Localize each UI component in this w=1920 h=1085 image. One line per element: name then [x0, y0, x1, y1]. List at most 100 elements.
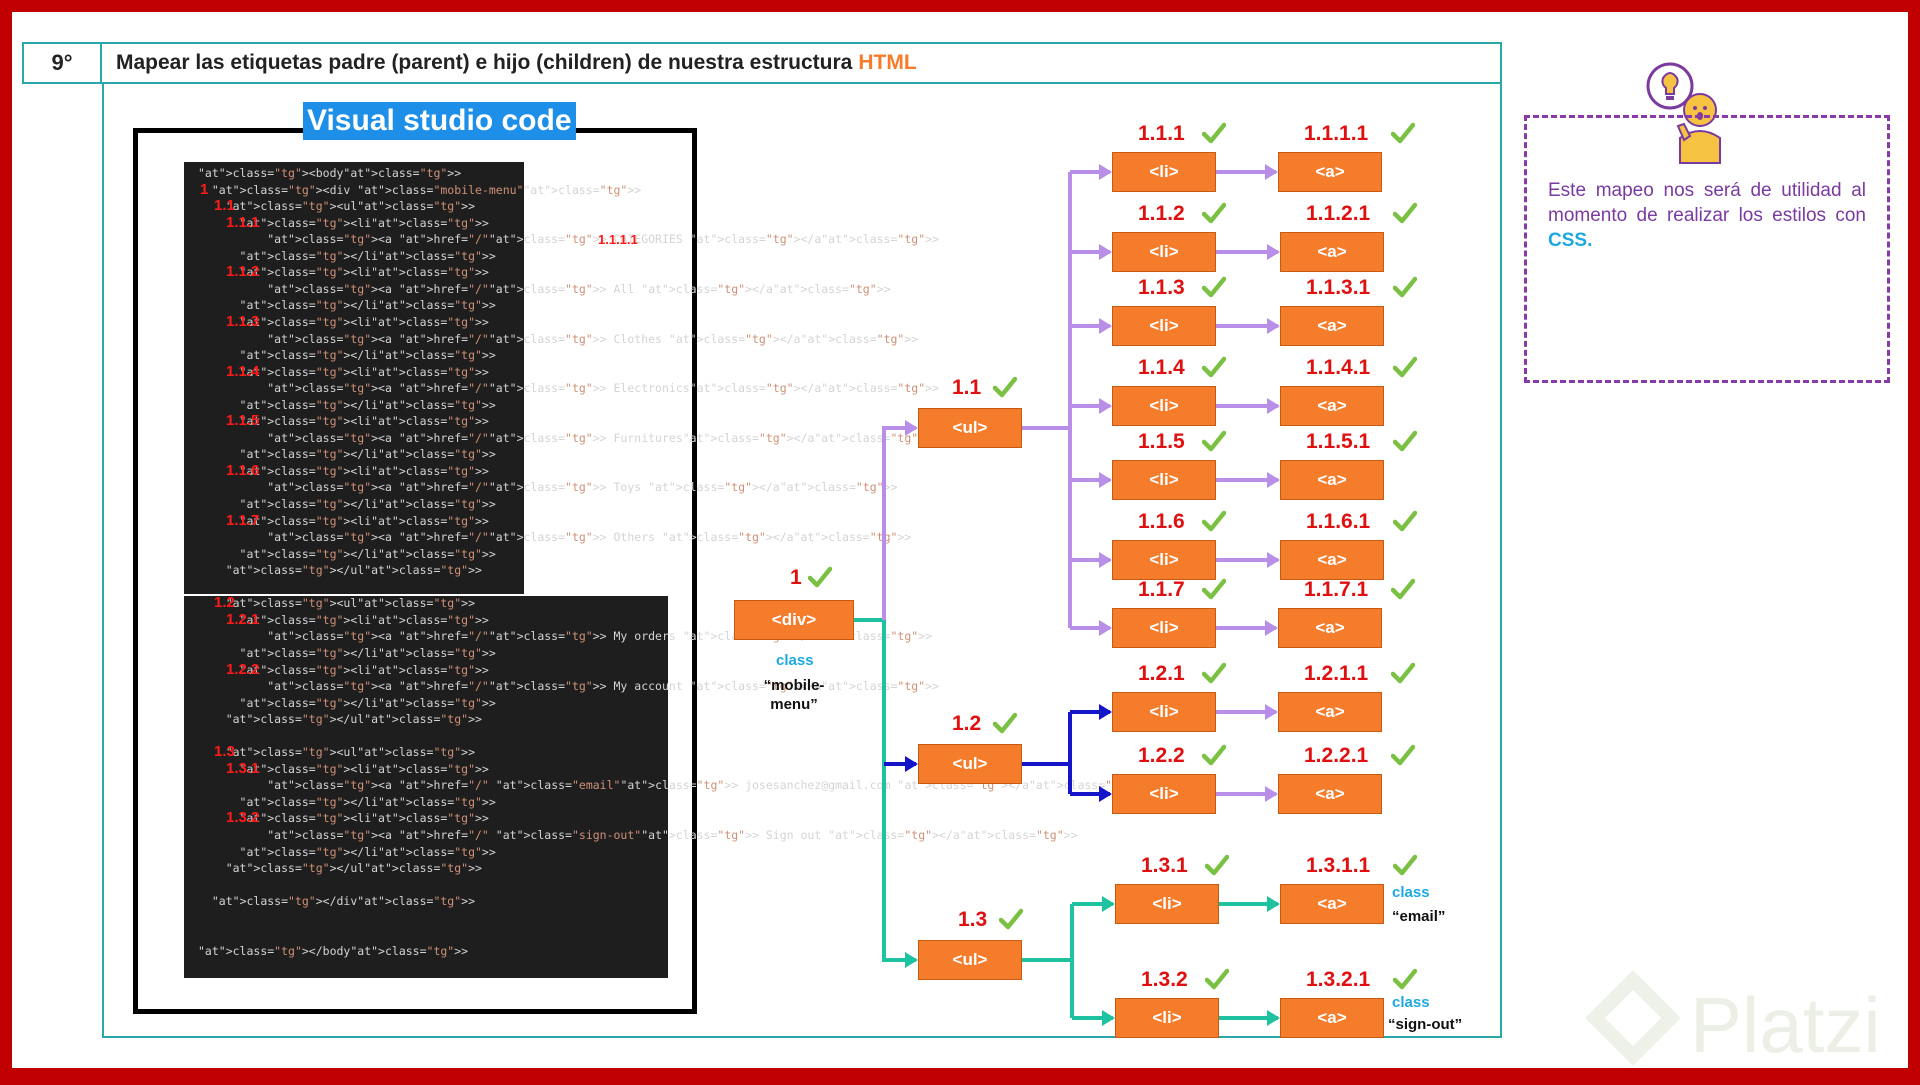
- checkmark-icon: [992, 712, 1017, 734]
- tree-node-a1221: <a>: [1278, 774, 1382, 814]
- platzi-watermark: Platzi: [1585, 960, 1915, 1080]
- code-line: "at">class="tg"><body"at">class="tg">>: [198, 166, 462, 180]
- tree-label-li117: 1.1.7: [1138, 578, 1185, 601]
- arrow-head-icon: [1267, 472, 1280, 488]
- email-class-label: class: [1392, 884, 1430, 901]
- note-body: Este mapeo nos será de utilidad al momen…: [1548, 180, 1866, 226]
- tree-label-li114: 1.1.4: [1138, 356, 1185, 379]
- arrow-head-icon: [1099, 244, 1112, 260]
- editor-title: Visual studio code: [303, 102, 576, 140]
- code-line: "at">class="tg"><li"at">class="tg">>: [239, 811, 489, 826]
- code-line: "at">class="tg"><li"at">class="tg">>: [239, 662, 489, 677]
- code-line: "at">class="tg"><ul"at">class="tg">>: [225, 745, 476, 760]
- tree-node-ul3: <ul>: [918, 940, 1022, 980]
- code-line: "at">class="tg"></li"at">class="tg">>: [239, 645, 496, 660]
- checkmark-icon: [992, 376, 1017, 398]
- arrow-head-icon: [1099, 704, 1112, 720]
- div-class-value: “mobile- menu”: [763, 677, 825, 713]
- arrow-head-icon: [1099, 472, 1112, 488]
- code-line: "at">class="tg"></li"at">class="tg">>: [239, 248, 496, 263]
- arrow-head-icon: [1265, 786, 1278, 802]
- code-line: "at">class="tg"><li"at">class="tg">>: [239, 414, 489, 429]
- code-line: "at">class="tg"></div"at">class="tg">>: [211, 894, 476, 909]
- code-line: "at">class="tg"></li"at">class="tg">>: [239, 447, 496, 462]
- checkmark-icon: [1392, 356, 1417, 378]
- code-line-number: 1.1.1: [226, 213, 260, 231]
- code-line: "at">class="tg"><ul"at">class="tg">>: [225, 199, 476, 214]
- code-line: "at">class="tg"><li"at">class="tg">>: [239, 463, 489, 478]
- code-line: "at">class="tg"><li"at">class="tg">>: [239, 761, 489, 776]
- checkmark-icon: [1390, 662, 1415, 684]
- code-panel-bottom: [184, 596, 668, 978]
- code-line: "at">class="tg"><li"at">class="tg">>: [239, 314, 489, 329]
- checkmark-icon: [1201, 510, 1226, 532]
- tree-node-li131: <li>: [1115, 884, 1219, 924]
- slide-title-text: Mapear las etiquetas padre (parent) e hi…: [116, 51, 853, 74]
- code-line-number: 1.1.4: [226, 362, 260, 380]
- checkmark-icon: [1201, 430, 1226, 452]
- arrow-head-icon: [1102, 896, 1115, 912]
- slide-title: Mapear las etiquetas padre (parent) e hi…: [102, 42, 1502, 84]
- tree-node-ul2: <ul>: [918, 744, 1022, 784]
- tree-label-div: 1: [790, 566, 802, 589]
- arrow-head-icon: [1267, 244, 1280, 260]
- arrow-head-icon: [1267, 318, 1280, 334]
- code-line: "at">class="tg"></li"at">class="tg">>: [239, 695, 496, 710]
- code-line: "at">class="tg"></body"at">class="tg">>: [198, 943, 469, 958]
- note-highlight: CSS.: [1548, 230, 1593, 251]
- checkmark-icon: [1201, 744, 1226, 766]
- checkmark-icon: [807, 566, 832, 588]
- tree-label-a1141: 1.1.4.1: [1306, 356, 1371, 379]
- tree-node-a1321: <a>: [1280, 998, 1384, 1038]
- arrow-head-icon: [1099, 786, 1112, 802]
- arrow-head-icon: [1267, 552, 1280, 568]
- code-line: "at">class="tg"></li"at">class="tg">>: [239, 298, 496, 313]
- content-frame: [102, 84, 1502, 1038]
- code-line-number: 1.2: [214, 594, 235, 612]
- tree-node-a1171: <a>: [1278, 608, 1382, 648]
- checkmark-icon: [1392, 430, 1417, 452]
- arrow-head-icon: [1099, 164, 1112, 180]
- code-line-number: 1: [200, 180, 209, 198]
- tree-node-li115: <li>: [1112, 460, 1216, 500]
- tree-node-a1151: <a>: [1280, 460, 1384, 500]
- code-line: "at">class="tg"></ul"at">class="tg">>: [225, 563, 482, 578]
- checkmark-icon: [1204, 968, 1229, 990]
- code-line: "at">class="tg"></li"at">class="tg">>: [239, 497, 496, 511]
- code-line: "at">class="tg"></li"at">class="tg">>: [239, 844, 496, 859]
- checkmark-icon: [1201, 662, 1226, 684]
- tree-label-a1221: 1.2.2.1: [1304, 744, 1369, 767]
- code-line-number: 1.1.3: [226, 312, 260, 330]
- code-line: "at">class="tg"></ul"at">class="tg">>: [225, 861, 482, 876]
- arrow-head-icon: [905, 952, 918, 968]
- checkmark-icon: [1204, 854, 1229, 876]
- tree-node-li116: <li>: [1112, 540, 1216, 580]
- signout-class-label: class: [1392, 994, 1430, 1011]
- arrow-head-icon: [1267, 398, 1280, 414]
- code-line-number: 1.3.2: [226, 809, 260, 827]
- code-line: "at">class="tg"><a "at">href="/" "at">cl…: [267, 828, 1078, 842]
- code-line: "at">class="tg"><li"at">class="tg">>: [239, 612, 489, 627]
- note-text: Este mapeo nos será de utilidad al momen…: [1548, 178, 1866, 253]
- code-line: "at">class="tg"></li"at">class="tg">>: [239, 794, 496, 809]
- email-class-value: “email”: [1392, 908, 1446, 925]
- tree-node-a1161: <a>: [1280, 540, 1384, 580]
- arrow-head-icon: [1099, 552, 1112, 568]
- arrow-head-icon: [1102, 1010, 1115, 1026]
- code-line: "at">class="tg"></li"at">class="tg">>: [239, 348, 496, 363]
- arrow-head-icon: [1099, 318, 1112, 334]
- checkmark-icon: [1390, 122, 1415, 144]
- tree-node-li112: <li>: [1112, 232, 1216, 272]
- tree-label-a1321: 1.3.2.1: [1306, 968, 1371, 991]
- code-line-number: 1.1: [214, 197, 235, 215]
- tree-node-a1211: <a>: [1278, 692, 1382, 732]
- code-line-number: 1.2.1: [226, 610, 260, 628]
- tree-label-a1131: 1.1.3.1: [1306, 276, 1371, 299]
- tree-label-a1161: 1.1.6.1: [1306, 510, 1371, 533]
- code-line: "at">class="tg"></li"at">class="tg">>: [239, 397, 496, 412]
- arrow-head-icon: [1265, 164, 1278, 180]
- code-line: "at">class="tg"><a "at">href="/""at">cla…: [267, 530, 912, 545]
- checkmark-icon: [1392, 202, 1417, 224]
- checkmark-icon: [1201, 356, 1226, 378]
